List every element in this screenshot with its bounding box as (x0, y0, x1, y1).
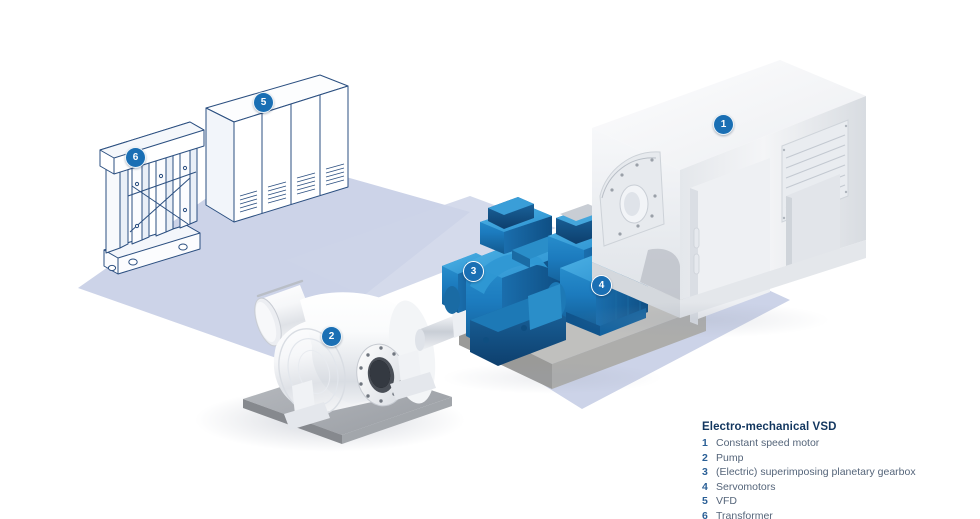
legend-item-4: 4 Servomotors (702, 481, 972, 495)
legend-item-2-number: 2 (702, 451, 708, 464)
constant-speed-motor[interactable] (592, 60, 866, 325)
callout-badge-3[interactable]: 3 (463, 261, 484, 282)
legend-item-1-number: 1 (702, 437, 708, 449)
vfd-cabinet[interactable] (205, 74, 349, 223)
legend-title: Electro-mechanical VSD (702, 421, 837, 433)
legend-item-6-number: 6 (702, 509, 708, 519)
legend-item-5-number: 5 (702, 495, 708, 507)
legend-item-5-label: VFD (716, 495, 737, 507)
legend-item-3: 3 (Electric) superimposing planetary gea… (702, 466, 972, 480)
legend-item-4-label: Servomotors (716, 480, 776, 493)
legend-item-2: 2 Pump (702, 452, 972, 466)
legend-item-6: 6 Transformer (702, 510, 972, 519)
legend-item-3-number: 3 (702, 466, 708, 478)
legend-item-1: 1 Constant speed motor (702, 437, 972, 451)
legend-item-1-label: Constant speed motor (716, 437, 820, 449)
callout-badge-5[interactable]: 5 (253, 92, 274, 113)
callout-badge-4[interactable]: 4 (591, 275, 612, 296)
legend-item-3-label: (Electric) superimposing planetary gearb… (716, 466, 916, 478)
legend: Electro-mechanical VSD 1 Constant speed … (702, 421, 972, 519)
legend-item-4-number: 4 (702, 480, 708, 493)
transformer[interactable] (99, 121, 205, 275)
pump-feet (284, 350, 436, 430)
motor-drive-flange (599, 151, 665, 247)
callout-badge-1[interactable]: 1 (713, 114, 734, 135)
callout-badge-2[interactable]: 2 (321, 326, 342, 347)
pump[interactable] (249, 279, 441, 430)
legend-item-6-label: Transformer (716, 509, 773, 519)
floor-plane-left (78, 155, 470, 360)
legend-item-2-label: Pump (716, 451, 744, 464)
legend-item-5: 5 VFD (702, 495, 972, 509)
callout-badge-6[interactable]: 6 (125, 147, 146, 168)
